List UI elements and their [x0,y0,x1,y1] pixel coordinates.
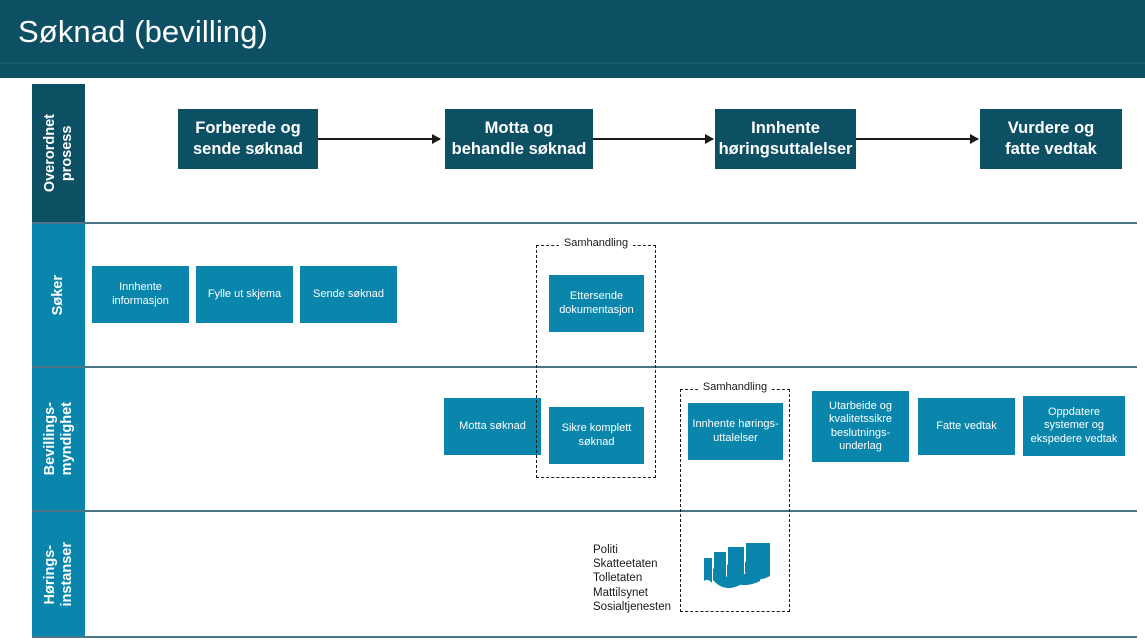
lane-label-text: Bevillings- myndighet [41,402,75,476]
task-fatte-vedtak[interactable]: Fatte vedtak [918,398,1015,455]
lane-label-text: Hørings- instanser [41,541,75,607]
page-title: Søknad (bevilling) [18,14,268,49]
task-ettersende-dokumentasjon[interactable]: Ettersende dokumentasjon [549,275,644,332]
task-innhente-horingsuttalelser[interactable]: Innhente hørings- uttalelser [688,403,783,460]
process-step-label: Forberede og sende søknad [192,119,304,158]
group-samhandling-horingsuttalelser: Samhandling Innhente hørings- uttalelser [680,380,790,612]
header-divider [0,62,1145,64]
lane-label-soker: Søker [32,224,85,366]
task-oppdatere-systemer-og-ekspedere-vedtak[interactable]: Oppdatere systemer og ekspedere vedtak [1023,396,1125,456]
horingsinstanser-agency-list: Politi Skatteetaten Tolletaten Mattilsyn… [593,544,671,613]
lane-divider-2 [32,366,1137,368]
arrow-step2-to-step3 [593,134,714,144]
arrow-step1-to-step2 [318,134,441,144]
group-legend-label: Samhandling [697,380,773,394]
stacked-documents-icon [696,538,772,593]
lane-label-text: Overordnet prosess [41,113,75,193]
lane-label-overordnet-prosess: Overordnet prosess [32,84,85,222]
task-innhente-informasjon[interactable]: Innhente informasjon [92,266,189,323]
task-utarbeide-og-kvalitetssikre-beslutningsunderlag[interactable]: Utarbeide og kvalitetssikre beslutnings-… [812,391,909,462]
process-step-motta-og-behandle-soknad[interactable]: Motta og behandle søknad [445,109,593,169]
process-step-label: Vurdere og fatte vedtak [1005,119,1097,158]
lane-label-bevillingsmyndighet: Bevillings- myndighet [32,368,85,510]
lane-label-text: Søker [50,274,66,316]
lane-label-horingsinstanser: Hørings- instanser [32,512,85,636]
process-step-innhente-horingsuttalelser[interactable]: Innhente høringsuttalelser [715,109,856,169]
swimlane-diagram: Overordnet prosess Forberede og sende sø… [32,84,1137,638]
task-motta-soknad[interactable]: Motta søknad [444,398,541,455]
process-step-label: Motta og behandle søknad [451,119,587,158]
lane-body-horingsinstanser: Politi Skatteetaten Tolletaten Mattilsyn… [88,512,1137,636]
group-legend-label: Samhandling [558,236,634,250]
task-fylle-ut-skjema[interactable]: Fylle ut skjema [196,266,293,323]
lane-body-overordnet-prosess: Forberede og sende søknad Motta og behan… [88,84,1137,222]
arrow-step3-to-step4 [856,134,979,144]
page-header: Søknad (bevilling) [0,0,1145,78]
process-step-label: Innhente høringsuttalelser [718,119,853,158]
task-sikre-komplett-soknad[interactable]: Sikre komplett søknad [549,407,644,464]
lane-divider-3 [32,510,1137,512]
process-step-vurdere-og-fatte-vedtak[interactable]: Vurdere og fatte vedtak [980,109,1122,169]
group-samhandling-ettersende: Samhandling Ettersende dokumentasjon Sik… [536,236,656,478]
lane-divider-1 [32,222,1137,224]
task-sende-soknad[interactable]: Sende søknad [300,266,397,323]
process-step-forberede-og-sende-soknad[interactable]: Forberede og sende søknad [178,109,318,169]
